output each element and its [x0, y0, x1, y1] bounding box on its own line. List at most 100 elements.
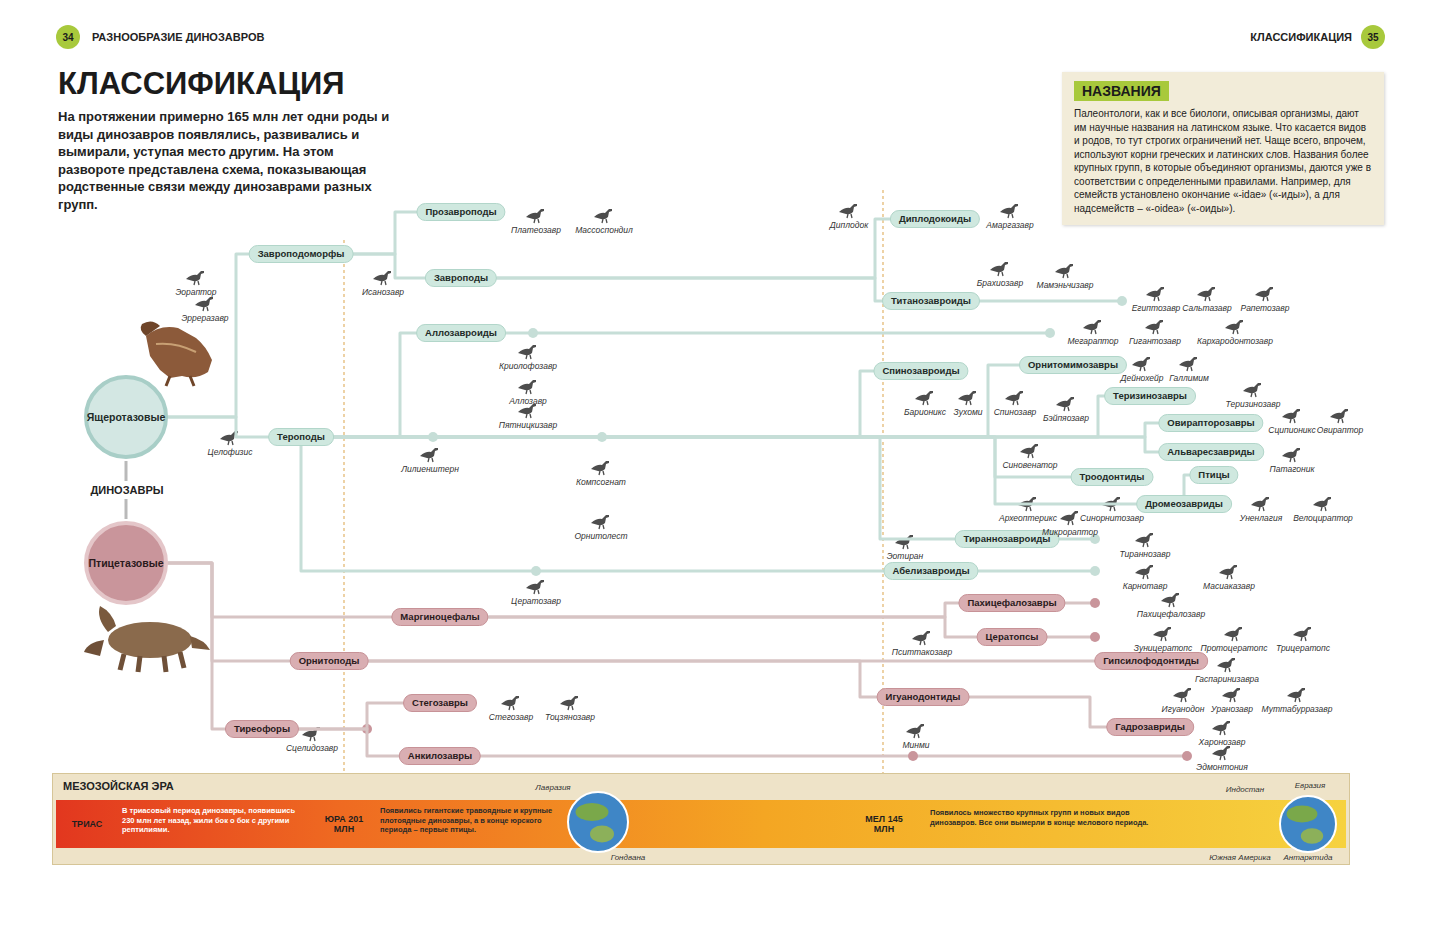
species-name: Криолофозавр	[499, 361, 557, 371]
triceratops-illustration	[84, 606, 210, 672]
species-name: Дейнохейр	[1121, 373, 1164, 383]
dinosaur-silhouette	[1293, 627, 1311, 641]
node-title: Орнитомимозавры	[1028, 359, 1118, 371]
group-box: Тираннозавроиды	[955, 530, 1060, 548]
root-stem	[125, 499, 128, 519]
branch-dot	[1045, 328, 1055, 338]
species-name: Эотиран	[887, 551, 924, 561]
species-name: Рапетозавр	[1241, 303, 1290, 313]
dinosaur-silhouette	[958, 391, 976, 405]
species-name: Гигантозавр	[1129, 336, 1181, 346]
branch-line	[334, 365, 1019, 437]
branch-line	[497, 278, 882, 301]
node-title: Цератопсы	[986, 631, 1039, 643]
group-box: Спинозавроиды	[873, 362, 968, 380]
species-name: Амаргазавр	[986, 220, 1033, 230]
node-title: Завроподоморфы	[258, 248, 345, 260]
timeline-band: МЕЗОЗОЙСКАЯ ЭРА	[52, 773, 1350, 865]
group-box: Гипсилофодонтиды	[1094, 652, 1208, 670]
period-boundary	[343, 240, 344, 773]
dinosaur-silhouette	[1225, 320, 1243, 334]
species-name: Муттабурразавр	[1262, 704, 1333, 714]
node-title: Завроподы	[434, 272, 488, 284]
node-title: Птицы	[1198, 469, 1229, 481]
group-box: Гадрозавриды	[1106, 718, 1194, 736]
species-name: Орнитолест	[574, 531, 627, 541]
group-box: Троодонтиды	[1071, 468, 1154, 486]
dinosaur-silhouette	[895, 535, 913, 549]
info-panel: НАЗВАНИЯПалеонтологи, как и все биологи,…	[1062, 72, 1384, 225]
clade-circle: Ящеротазовые	[84, 375, 168, 459]
dinosaur-silhouette	[1287, 688, 1305, 702]
branch-line	[353, 212, 416, 254]
species-name: Мамэньчизавр	[1036, 280, 1093, 290]
species-name: Протоцератопс	[1200, 643, 1267, 653]
dinosaur-silhouette	[912, 631, 930, 645]
dinosaur-silhouette	[1135, 533, 1153, 547]
page-number: 34	[56, 25, 80, 49]
dinosaur-silhouette	[1212, 721, 1230, 735]
herrerasaurus-illustration	[141, 321, 212, 386]
node-title: Гадрозавриды	[1115, 721, 1185, 733]
group-box: Анкилозавры	[399, 747, 481, 765]
group-box: Тиреофоры	[225, 720, 299, 738]
node-title: Спинозавроиды	[882, 365, 959, 377]
species-name: Уранозавр	[1211, 704, 1253, 714]
group-box: Тероподы	[268, 428, 334, 446]
dinosaur-silhouette	[1255, 287, 1273, 301]
species-name: Эораптор	[175, 287, 216, 297]
dinosaur-silhouette	[501, 696, 519, 710]
branch-line	[1184, 475, 1189, 495]
branch-dots	[362, 296, 1192, 761]
species-name: Спинозавр	[994, 407, 1037, 417]
species-name: Масиаказавр	[1203, 581, 1255, 591]
node-title: Стегозавры	[412, 697, 468, 709]
dinosaur-silhouette	[990, 262, 1008, 276]
dinosaur-silhouette	[839, 204, 857, 218]
dinosaur-silhouette	[1055, 264, 1073, 278]
node-title: Тираннозавроиды	[964, 533, 1051, 545]
group-box: Цератопсы	[977, 628, 1048, 646]
dinosaur-silhouette	[915, 391, 933, 405]
dinosaur-silhouette	[526, 580, 544, 594]
node-title: Пахицефалозавры	[967, 597, 1056, 609]
branch-dot	[1090, 632, 1100, 642]
dinosaur-silhouette	[1146, 287, 1164, 301]
species-name: Патагоник	[1270, 464, 1315, 474]
node-title: Тиреофоры	[234, 723, 290, 735]
species-name: Кархародонтозавр	[1197, 336, 1273, 346]
group-box: Аллозавроиды	[416, 324, 506, 342]
branch-line	[497, 219, 890, 278]
timeline-strip	[52, 773, 1350, 865]
dinosaur-silhouette	[1132, 357, 1150, 371]
silhouettes	[186, 204, 1348, 760]
branch-line	[168, 563, 290, 661]
species-name: Исанозавр	[362, 287, 404, 297]
species-name: Синорнитозавр	[1080, 513, 1144, 523]
branch-dot	[1090, 598, 1100, 608]
group-box: Орнитомимозавры	[1019, 356, 1127, 374]
species-name: Платеозавр	[511, 225, 561, 235]
branch-line	[168, 563, 225, 729]
species-name: Египтозавр	[1132, 303, 1181, 313]
branch-dot	[528, 328, 538, 338]
species-name: Уненлагия	[1240, 513, 1282, 523]
group-box: Дромеозавриды	[1136, 495, 1232, 513]
species-name: Пятницкизавр	[499, 420, 558, 430]
species-name: Сцелидозавр	[286, 743, 338, 753]
group-box: Абелизавроиды	[883, 562, 978, 580]
dinosaur-silhouette	[591, 515, 609, 529]
root-label: ДИНОЗАВРЫ	[90, 484, 163, 496]
dinosaur-silhouette	[1020, 444, 1038, 458]
node-title: Абелизавроиды	[892, 565, 969, 577]
species-name: Трицератопс	[1276, 643, 1330, 653]
group-box: Завроподы	[425, 269, 497, 287]
header-text: РАЗНООБРАЗИЕ ДИНОЗАВРОВ	[92, 31, 264, 43]
root-stem	[125, 461, 128, 481]
dinosaur-silhouette	[1222, 688, 1240, 702]
branch-line	[299, 703, 403, 729]
lineage-line	[440, 755, 1187, 758]
branch-line	[299, 729, 399, 756]
species-name: Тоцзянозавр	[545, 712, 595, 722]
species-name: Тираннозавр	[1120, 549, 1171, 559]
